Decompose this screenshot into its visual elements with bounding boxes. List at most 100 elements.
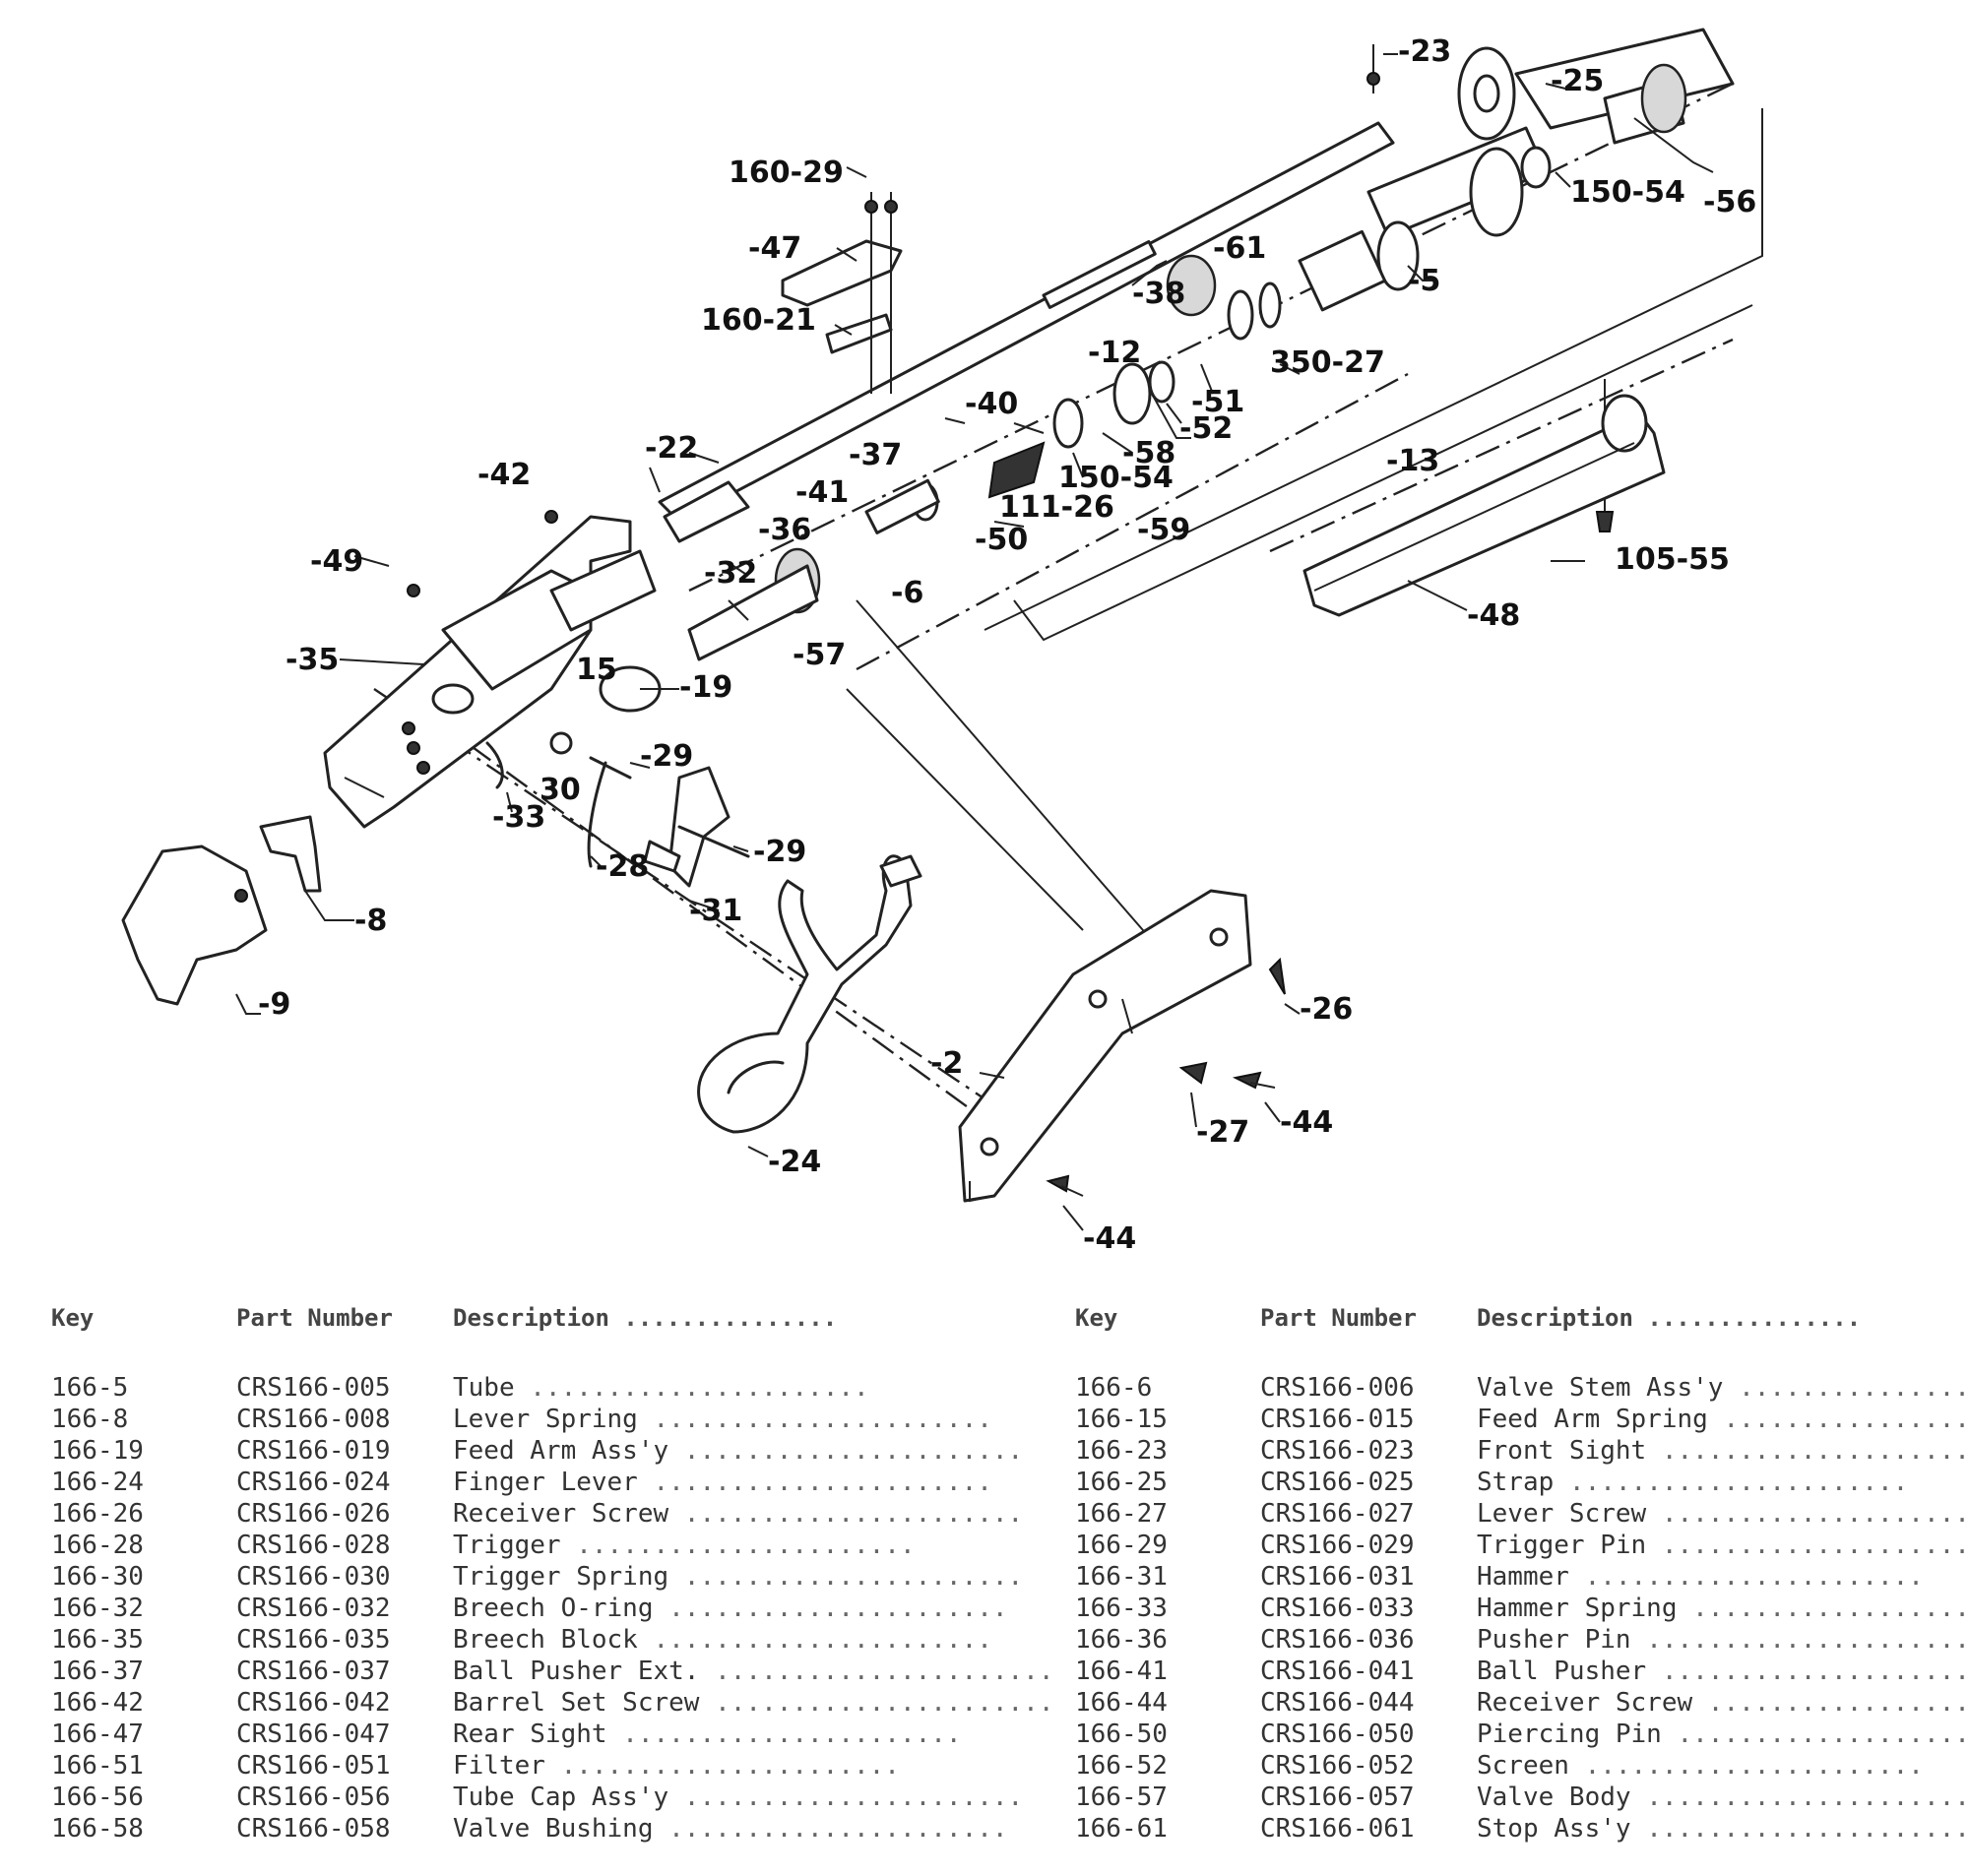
part-key: 166-50 <box>1075 1720 1168 1749</box>
part-key: 166-25 <box>1075 1468 1168 1497</box>
finger-lever <box>697 854 922 1134</box>
part-key: 166-41 <box>1075 1657 1168 1686</box>
callout-27: -27 <box>1196 1115 1249 1150</box>
callout-13: -13 <box>1386 444 1439 478</box>
alignment-lines <box>373 82 1763 1133</box>
callout-44-right: -44 <box>1280 1105 1333 1140</box>
callout-160-21: 160-21 <box>701 303 816 338</box>
part-number: CRS166-056 <box>236 1782 391 1812</box>
callout-26: -26 <box>1300 992 1353 1027</box>
part-key: 166-36 <box>1075 1625 1168 1655</box>
part-number: CRS166-023 <box>1260 1436 1415 1466</box>
part-description: Tube Cap Ass'y <box>453 1782 1023 1812</box>
part-description: Feed Arm Spring <box>1477 1405 1969 1434</box>
callout-32: -32 <box>704 556 757 591</box>
part-description: Receiver Screw <box>1477 1688 1969 1718</box>
part-description: Pusher Pin <box>1477 1625 1969 1655</box>
callout-2: -2 <box>930 1046 963 1081</box>
barrel-assembly <box>658 28 1735 661</box>
callout-48: -48 <box>1467 598 1520 633</box>
side-plate <box>958 889 1252 1203</box>
part-number: CRS166-027 <box>1260 1499 1415 1529</box>
callout-5: -5 <box>1408 264 1440 298</box>
part-description: Filter <box>453 1751 900 1781</box>
header-key: Key <box>51 1304 95 1332</box>
part-number: CRS166-041 <box>1260 1657 1415 1686</box>
callout-59: -59 <box>1137 513 1190 547</box>
callout-160-29: 160-29 <box>729 156 844 190</box>
part-description: Stop Ass'y <box>1477 1814 1969 1844</box>
part-key: 166-5 <box>51 1373 129 1403</box>
callout-36: -36 <box>758 513 811 547</box>
part-key: 166-52 <box>1075 1751 1168 1781</box>
part-description: Tube <box>453 1373 869 1403</box>
part-key: 166-33 <box>1075 1594 1168 1623</box>
part-key: 166-24 <box>51 1468 144 1497</box>
callout-33: -33 <box>492 800 545 835</box>
part-key: 166-23 <box>1075 1436 1168 1466</box>
callout-41: -41 <box>795 475 849 510</box>
part-number: CRS166-032 <box>236 1594 391 1623</box>
part-number: CRS166-051 <box>236 1751 391 1781</box>
header-description: Description <box>453 1304 837 1332</box>
part-description: Lever Spring <box>453 1405 992 1434</box>
part-description: Trigger Spring <box>453 1562 1023 1592</box>
callout-9: -9 <box>258 987 290 1022</box>
part-number: CRS166-030 <box>236 1562 391 1592</box>
callout-6: -6 <box>891 576 923 610</box>
part-description: Screen <box>1477 1751 1924 1781</box>
part-key: 166-28 <box>51 1531 144 1560</box>
part-number: CRS166-028 <box>236 1531 391 1560</box>
callout-57: -57 <box>793 638 846 672</box>
part-key: 166-29 <box>1075 1531 1168 1560</box>
callout-150-54-mid: 150-54 <box>1058 461 1174 495</box>
part-description: Front Sight <box>1477 1436 1969 1466</box>
part-number: CRS166-037 <box>236 1657 391 1686</box>
part-key: 166-42 <box>51 1688 144 1718</box>
part-description: Feed Arm Ass'y <box>453 1436 1023 1466</box>
part-key: 166-30 <box>51 1562 144 1592</box>
grip-parts <box>121 815 322 1006</box>
part-description: Piercing Pin <box>1477 1720 1969 1749</box>
part-key: 166-27 <box>1075 1499 1168 1529</box>
part-description: Ball Pusher <box>1477 1657 1969 1686</box>
part-number: CRS166-050 <box>1260 1720 1415 1749</box>
part-key: 166-32 <box>51 1594 144 1623</box>
callout-28: -28 <box>596 849 649 884</box>
part-description: Barrel Set Screw <box>453 1688 1053 1718</box>
part-number: CRS166-035 <box>236 1625 391 1655</box>
part-description: Hammer <box>1477 1562 1924 1592</box>
header-key: Key <box>1075 1304 1118 1332</box>
callout-50: -50 <box>975 523 1028 557</box>
callout-42: -42 <box>477 458 531 492</box>
callout-15: 15 <box>576 653 617 687</box>
part-key: 166-47 <box>51 1720 144 1749</box>
part-number: CRS166-024 <box>236 1468 391 1497</box>
part-description: Lever Screw <box>1477 1499 1969 1529</box>
part-key: 166-37 <box>51 1657 144 1686</box>
callout-29-lower: -29 <box>753 835 806 869</box>
stock-part <box>1302 394 1666 617</box>
part-description: Rear Sight <box>453 1720 962 1749</box>
callout-44-bottom: -44 <box>1083 1221 1136 1256</box>
part-key: 166-58 <box>51 1814 144 1844</box>
part-key: 166-8 <box>51 1405 129 1434</box>
part-key: 166-51 <box>51 1751 144 1781</box>
part-number: CRS166-008 <box>236 1405 391 1434</box>
callout-350-27: 350-27 <box>1270 345 1385 380</box>
part-key: 166-6 <box>1075 1373 1153 1403</box>
part-number: CRS166-005 <box>236 1373 391 1403</box>
callout-61: -61 <box>1213 231 1266 266</box>
part-number: CRS166-006 <box>1260 1373 1415 1403</box>
callout-19: -19 <box>679 670 732 705</box>
callout-labels: -23 -25 -56 150-54 -5 160-29 -47 -38 -61… <box>258 34 1756 1256</box>
part-description: Trigger Pin <box>1477 1531 1969 1560</box>
part-description: Finger Lever <box>453 1468 992 1497</box>
part-description: Strap <box>1477 1468 1908 1497</box>
part-key: 166-35 <box>51 1625 144 1655</box>
part-description: Breech O-ring <box>453 1594 1008 1623</box>
callout-49: -49 <box>310 544 363 579</box>
leader-lines <box>235 53 1714 1231</box>
part-key: 166-56 <box>51 1782 144 1812</box>
part-description: Valve Body <box>1477 1782 1969 1812</box>
